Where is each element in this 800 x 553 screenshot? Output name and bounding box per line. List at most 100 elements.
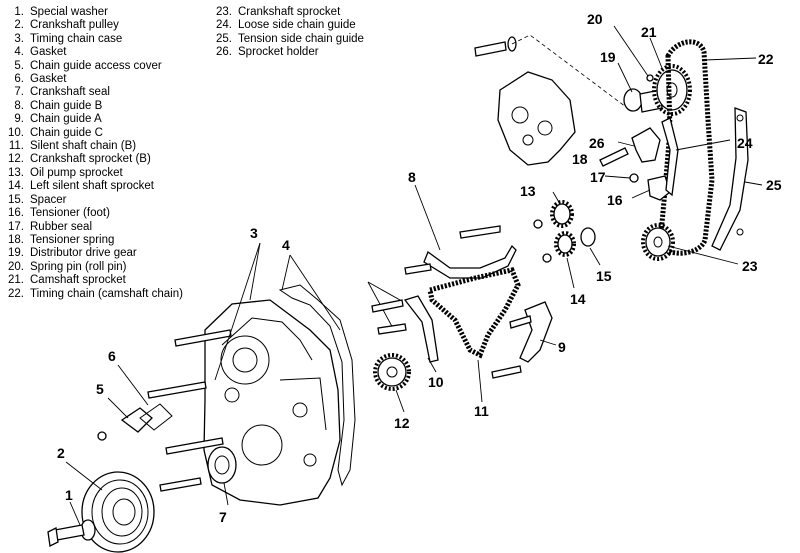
- legend-item-label: Gasket: [30, 73, 67, 86]
- legend-item-label: Gasket: [30, 46, 67, 59]
- crankshaft-sprocket-b: [373, 353, 411, 391]
- chain-guide-a: [519, 301, 553, 363]
- legend-item-label: Chain guide A: [30, 113, 102, 126]
- tensioner-spring: [599, 147, 629, 167]
- callout-12: 12: [394, 415, 410, 431]
- legend-item-number: 11.: [8, 140, 24, 153]
- legend-item-label: Sprocket holder: [238, 46, 319, 59]
- legend-item-label: Chain guide C: [30, 126, 103, 139]
- callout-9: 9: [558, 339, 566, 355]
- legend-item-label: Tension side chain guide: [238, 32, 364, 45]
- legend-item-number: 22.: [8, 287, 24, 300]
- legend-item-number: 4.: [14, 46, 24, 59]
- legend-item: 22. Timing chain (camshaft chain): [4, 288, 194, 301]
- callout-13: 13: [520, 183, 536, 199]
- legend-item-number: 23.: [216, 6, 232, 18]
- legend-item: 23.Crankshaft sprocket: [212, 6, 377, 19]
- legend-item-label: Chain guide access cover: [30, 59, 162, 72]
- legend-item: 24. Loose side chain guide: [212, 19, 377, 32]
- legend-item-label: Crankshaft pulley: [30, 19, 119, 32]
- case-gasket: [278, 284, 356, 487]
- chain-guide-access-cover: [120, 407, 153, 433]
- legend-item: 16.Tensioner (foot): [4, 207, 194, 220]
- callout-26: 26: [589, 135, 605, 151]
- guide-c-bolt-lower: [377, 323, 407, 335]
- chain-guide-b: [423, 244, 517, 279]
- callout-24: 24: [737, 135, 753, 151]
- legend-item-label: Tensioner spring: [30, 233, 115, 246]
- legend-item-number: 18.: [8, 233, 24, 246]
- legend-item: 3. Timing chain case: [4, 33, 194, 46]
- callout-17: 17: [590, 169, 606, 185]
- callout-21: 21: [641, 24, 657, 40]
- legend-item: 7.Crankshaft seal: [4, 86, 194, 99]
- crankshaft-pulley: [81, 471, 155, 553]
- rubber-seal: [629, 173, 639, 183]
- callout-5: 5: [96, 381, 104, 397]
- callout-6: 6: [108, 348, 116, 364]
- legend-item-label: Rubber seal: [30, 220, 93, 233]
- legend-item-label: Chain guide B: [30, 99, 103, 112]
- camshaft-bolt: [474, 36, 517, 57]
- case-leader-lines: [214, 242, 401, 381]
- legend-item-number: 1.: [14, 6, 24, 18]
- engine-block-fragment: [497, 71, 576, 166]
- legend-item-number: 3.: [14, 32, 24, 45]
- legend-item: 8.Chain guide B: [4, 100, 194, 113]
- legend-item: 10.Chain guide C: [4, 127, 194, 140]
- guide-b-bolt-lower: [404, 263, 432, 275]
- spacer: [580, 227, 596, 247]
- guide-c-bolt-upper: [371, 299, 404, 313]
- legend-item-number: 24.: [216, 19, 232, 32]
- callout-14: 14: [570, 291, 586, 307]
- legend-item: 14. Left silent shaft sprocket: [4, 180, 194, 193]
- legend-item: 6.Gasket: [4, 73, 194, 86]
- legend-item-label: Timing chain (camshaft chain): [30, 287, 183, 300]
- legend-item-label: Timing chain case: [30, 32, 123, 45]
- legend-item: 9. Chain guide A: [4, 113, 194, 126]
- legend-item: 15. Spacer: [4, 194, 194, 207]
- legend-item-label: Camshaft sprocket: [30, 274, 126, 287]
- tension-side-chain-guide: [711, 107, 749, 251]
- legend-item: 26.Sprocket holder: [212, 46, 377, 59]
- legend-item-number: 20.: [8, 260, 24, 273]
- oil-pump-sprocket: [533, 200, 574, 229]
- legend-item: 13.Oil pump sprocket: [4, 167, 194, 180]
- tensioner-foot: [647, 175, 671, 201]
- loose-side-chain-guide: [661, 117, 679, 197]
- special-washer: [47, 519, 96, 547]
- legend-item-label: Silent shaft chain (B): [30, 140, 137, 153]
- timing-chain: [657, 39, 715, 256]
- legend-item-label: Loose side chain guide: [238, 19, 356, 32]
- legend-item: 4. Gasket: [4, 46, 194, 59]
- legend-item-number: 21.: [8, 274, 24, 287]
- legend-item-number: 15.: [8, 193, 24, 206]
- legend-item-label: Spacer: [30, 193, 67, 206]
- legend-item-number: 9.: [14, 113, 24, 126]
- legend-item-number: 14.: [8, 180, 24, 193]
- legend-item-label: Oil pump sprocket: [30, 166, 123, 179]
- legend-item-label: Left silent shaft sprocket: [30, 180, 155, 193]
- crankshaft-sprocket: [641, 223, 675, 261]
- callout-15: 15: [596, 268, 612, 284]
- guide-a-bolt-upper: [509, 315, 532, 329]
- callout-2: 2: [57, 445, 65, 461]
- chain-guide-c: [403, 295, 439, 363]
- distributor-drive-gear: [623, 74, 663, 113]
- sprocket-holder: [631, 127, 661, 163]
- legend-item: 12.Crankshaft sprocket (B): [4, 153, 194, 166]
- legend-item-number: 5.: [14, 59, 24, 72]
- callout-19: 19: [600, 49, 616, 65]
- guide-b-bolt-upper: [459, 225, 501, 239]
- legend-item: 21. Camshaft sprocket: [4, 274, 194, 287]
- silent-shaft-chain: [427, 267, 521, 359]
- callout-25: 25: [766, 177, 782, 193]
- access-cover-gasket: [139, 403, 173, 431]
- legend-item-label: Spring pin (roll pin): [30, 260, 127, 273]
- callout-7: 7: [219, 509, 227, 525]
- legend-item-label: Distributor drive gear: [30, 247, 137, 260]
- legend-item-number: 19.: [8, 247, 24, 260]
- crankshaft-seal: [207, 446, 237, 484]
